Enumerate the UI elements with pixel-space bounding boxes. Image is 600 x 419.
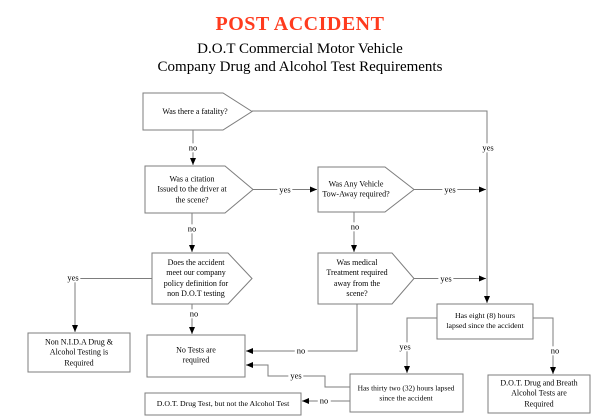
heading-block: POST ACCIDENT D.O.T Commercial Motor Veh… bbox=[0, 13, 600, 76]
thirty-two-hours-box bbox=[349, 373, 464, 413]
node-fatality: Was there a fatality? bbox=[162, 106, 228, 116]
medical-treatment-shape bbox=[317, 252, 415, 305]
edge-label-policy-no: no bbox=[187, 308, 201, 319]
edge-label-thirty-two-yes: yes bbox=[288, 370, 304, 381]
node-no-tests: No Tests are required bbox=[176, 345, 216, 365]
no-tests-box bbox=[146, 334, 246, 378]
connector-policy-yes bbox=[72, 278, 152, 332]
subtitle-line-2: Company Drug and Alcohol Test Requiremen… bbox=[157, 59, 443, 75]
eight-hours-box bbox=[436, 303, 534, 340]
node-medical-treatment: Was medical Treatment required away from… bbox=[326, 258, 388, 299]
edge-label-medical-no: no bbox=[294, 345, 308, 356]
citation-shape bbox=[144, 165, 254, 214]
edge-label-eight-no: no bbox=[548, 345, 562, 356]
node-eight-hours: Has eight (8) hours lapsed since the acc… bbox=[446, 310, 524, 330]
dot-drug-only-box bbox=[144, 392, 302, 416]
node-non-nida: Non N.I.D.A Drug & Alcohol Testing is Re… bbox=[45, 337, 113, 368]
tow-away-shape bbox=[317, 166, 415, 213]
connector-fatality-yes bbox=[252, 110, 490, 303]
node-dot-drug-breath: D.O.T. Drug and Breath Alcohol Tests are… bbox=[500, 378, 578, 409]
edge-label-medical-yes: yes bbox=[438, 273, 454, 284]
node-tow-away: Was Any Vehicle Tow-Away required? bbox=[322, 179, 390, 199]
edge-label-citation-no: no bbox=[185, 223, 199, 234]
edge-label-thirty-two-no: no bbox=[317, 395, 331, 406]
subtitle-line-1: D.O.T Commercial Motor Vehicle bbox=[197, 41, 403, 57]
edge-label-eight-yes: yes bbox=[397, 341, 413, 352]
non-nida-box bbox=[27, 332, 131, 373]
node-company-policy: Does the accident meet our company polic… bbox=[163, 258, 229, 299]
edge-label-citation-yes: yes bbox=[277, 184, 293, 195]
connector-medical-no bbox=[246, 304, 358, 354]
node-thirty-two-hours: Has thirty two (32) hours lapsed since t… bbox=[357, 383, 455, 402]
page-title: POST ACCIDENT bbox=[215, 13, 385, 35]
node-citation: Was a citation Issued to the driver at t… bbox=[157, 174, 227, 205]
dot-drug-breath-box bbox=[487, 374, 591, 414]
connector-eight-yes bbox=[404, 317, 437, 373]
company-policy-shape bbox=[151, 252, 253, 305]
edge-label-fatality-no: no bbox=[186, 142, 200, 153]
fatality-shape bbox=[142, 92, 253, 131]
edge-label-tow-away-yes: yes bbox=[442, 184, 458, 195]
edge-label-fatality-yes: yes bbox=[480, 142, 496, 153]
edge-label-tow-away-no: no bbox=[348, 221, 362, 232]
node-dot-drug-only: D.O.T. Drug Test, but not the Alcohol Te… bbox=[156, 398, 290, 408]
edge-label-policy-yes: yes bbox=[65, 272, 81, 283]
